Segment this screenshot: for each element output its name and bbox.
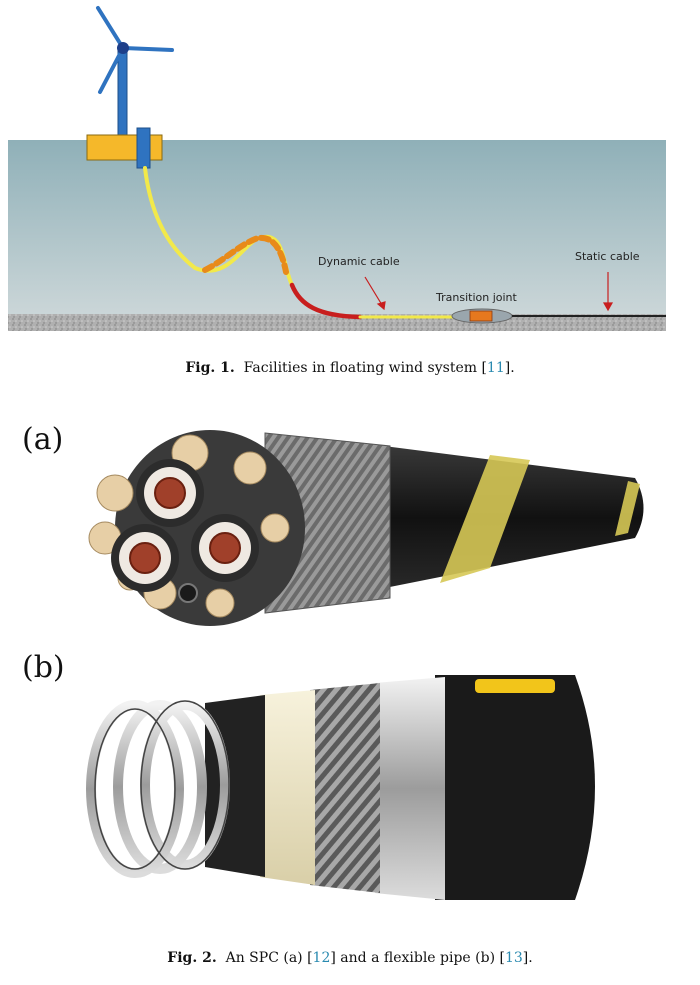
label-dynamic-cable: Dynamic cable — [318, 255, 400, 268]
panel-label-b: (b) — [22, 650, 65, 685]
label-transition-joint: Transition joint — [435, 291, 518, 304]
caption-end: ]. — [522, 950, 533, 966]
figure-2a-subsea-power-cable — [88, 430, 644, 626]
transition-joint — [451, 308, 513, 324]
outer-sheath — [435, 675, 595, 900]
fibre-optic-unit — [178, 583, 198, 603]
label-static-cable: Static cable — [575, 250, 640, 263]
tensile-layer — [375, 677, 445, 900]
power-core — [191, 514, 259, 582]
pressure-armour — [310, 683, 380, 893]
caption-number: Fig. 1. — [185, 360, 235, 376]
panel-label-a: (a) — [22, 422, 64, 457]
reference-link[interactable]: 12 — [312, 950, 331, 966]
reference-link[interactable]: 13 — [504, 950, 523, 966]
sea-background — [8, 140, 666, 315]
dynamic-cable — [143, 166, 457, 320]
caption-text: ] and a flexible pipe (b) [ — [330, 950, 505, 966]
caption-text: Facilities in floating wind system [ — [243, 360, 487, 376]
caption-number: Fig. 2. — [167, 950, 217, 966]
figure-2-caption: Fig. 2. An SPC (a) [12] and a flexible p… — [0, 950, 700, 966]
floating-platform — [86, 134, 163, 161]
caption-end: ]. — [504, 360, 515, 376]
caption-text: An SPC (a) [ — [225, 950, 313, 966]
marking-stripe — [440, 455, 530, 583]
marking-stripe — [475, 679, 555, 693]
power-core — [136, 459, 204, 527]
power-core — [111, 524, 179, 592]
figure-2b-flexible-pipe — [86, 675, 595, 900]
annotation-arrows — [364, 272, 614, 312]
marking-stripe — [615, 481, 640, 536]
cream-layer — [260, 690, 315, 885]
reference-link[interactable]: 11 — [486, 360, 505, 376]
wind-turbine — [96, 6, 174, 136]
platform-column — [136, 127, 151, 169]
figure-1-caption: Fig. 1. Facilities in floating wind syst… — [0, 360, 700, 376]
carcass-rings — [86, 700, 230, 878]
figure-1-floating-wind-system: Dynamic cable Static cable Transition jo… — [8, 6, 666, 331]
